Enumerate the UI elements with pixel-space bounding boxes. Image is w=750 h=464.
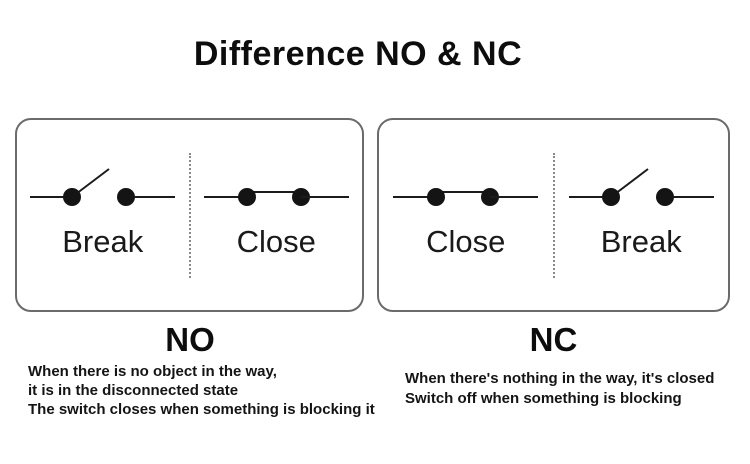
open-switch-icon [568, 167, 714, 206]
dotted-divider [552, 152, 555, 278]
description-line: it is in the disconnected state [28, 382, 239, 399]
nc-heading: NC [529, 321, 578, 358]
description-line: When there's nothing in the way, it's cl… [405, 370, 715, 387]
nc-description: When there's nothing in the way, it's cl… [405, 369, 720, 409]
no-break-cell: Break [17, 120, 189, 310]
nc-close-cell: Close [379, 120, 553, 310]
cell-label: Close [236, 223, 316, 259]
cell-label: Break [600, 223, 682, 259]
open-switch-icon [30, 167, 176, 206]
description-line: When there is no object in the way, [28, 363, 277, 380]
no-close-cell: Close [191, 120, 363, 310]
cell-label: Break [62, 223, 144, 259]
cell-label: Close [426, 223, 506, 259]
description-line: The switch closes when something is bloc… [28, 401, 375, 418]
page-title: Difference NO & NC [193, 35, 523, 73]
description-line: Switch off when something is blocking [405, 390, 682, 407]
dotted-divider [188, 152, 191, 278]
closed-switch-icon [203, 187, 349, 206]
closed-switch-icon [393, 187, 539, 206]
nc-break-cell: Break [555, 120, 729, 310]
nc-contact-box: Close Break [377, 118, 730, 312]
no-description: When there is no object in the way, it i… [28, 362, 375, 419]
no-contact-box: Break Close [15, 118, 364, 312]
no-heading: NO [165, 321, 215, 358]
